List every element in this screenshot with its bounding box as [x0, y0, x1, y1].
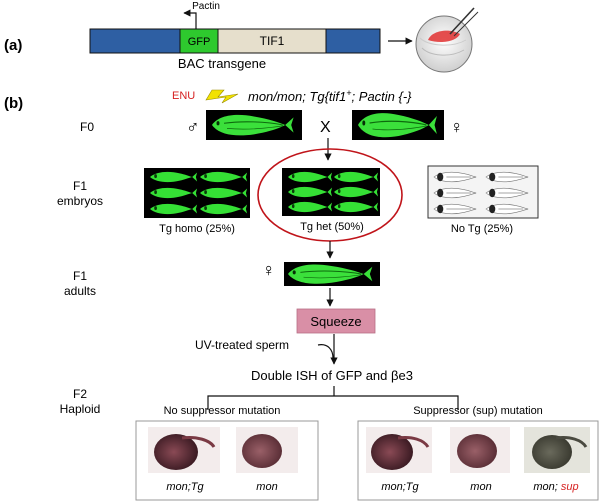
female-symbol: ♀	[450, 117, 464, 137]
tg-homo-embryos-photo	[144, 168, 250, 218]
f1-adults-label-line2: adults	[64, 284, 96, 298]
split-bracket	[207, 395, 459, 410]
mutagen-bolt-icon	[205, 89, 239, 104]
f1-embryos-label-line1: F1	[73, 179, 87, 193]
f2-label-line2: Haploid	[60, 402, 101, 416]
tg-het-embryos-photo	[282, 168, 380, 216]
tif1-label: TIF1	[260, 34, 285, 48]
no-tg-caption: No Tg (25%)	[451, 223, 513, 235]
right-mon-tg-caption: mon;Tg	[381, 481, 419, 493]
f0-label: F0	[80, 120, 94, 134]
f0-genotype: mon/mon; Tg{tif1+; Pactin {-}	[248, 88, 412, 104]
f1-adults-label-line1: F1	[73, 269, 87, 283]
left-mon-embryo-photo	[236, 427, 298, 473]
sperm-merge-arrow	[317, 344, 334, 359]
panel-a-label: (a)	[4, 37, 22, 54]
f1-female-symbol: ♀	[262, 260, 276, 280]
left-mon-tg-embryo-photo	[148, 427, 220, 473]
f0-female-fish-photo	[352, 110, 444, 140]
left-mon-caption: mon	[256, 481, 277, 493]
enu-label: ENU	[172, 90, 195, 102]
promoter-label: Pactin	[192, 1, 220, 12]
f2-label-line1: F2	[73, 387, 87, 401]
right-mon-embryo-photo	[450, 427, 510, 473]
tg-het-caption: Tg het (50%)	[300, 221, 364, 233]
gfp-segment	[179, 28, 219, 54]
promoter-arrow	[183, 9, 197, 29]
f1-adult-fish-photo	[284, 262, 380, 286]
left-mon-tg-caption: mon;Tg	[166, 481, 204, 493]
mon-sup-embryo-photo	[524, 427, 590, 473]
f0-male-fish-photo	[206, 110, 302, 140]
right-mon-caption: mon	[470, 481, 491, 493]
gfp-label: GFP	[188, 36, 211, 48]
construct-label: BAC transgene	[178, 56, 266, 71]
tif1-segment	[217, 28, 327, 54]
injected-egg-illustration	[415, 7, 479, 73]
uv-sperm-label: UV-treated sperm	[195, 338, 289, 352]
cross-symbol: X	[320, 119, 331, 136]
suppressor-label: Suppressor (sup) mutation	[413, 405, 543, 417]
mon-sup-caption: mon; sup	[533, 481, 578, 493]
double-ish-label: Double ISH of GFP and βe3	[251, 368, 413, 383]
squeeze-box	[296, 308, 376, 334]
no-tg-embryos-photo	[427, 165, 539, 219]
f1-embryos-label-line2: embryos	[57, 194, 103, 208]
male-symbol: ♂	[186, 117, 200, 137]
squeeze-label: Squeeze	[310, 314, 361, 329]
no-suppressor-label: No suppressor mutation	[164, 405, 281, 417]
panel-b-label: (b)	[4, 95, 23, 112]
tg-homo-caption: Tg homo (25%)	[159, 223, 235, 235]
right-mon-tg-embryo-photo	[366, 427, 432, 473]
